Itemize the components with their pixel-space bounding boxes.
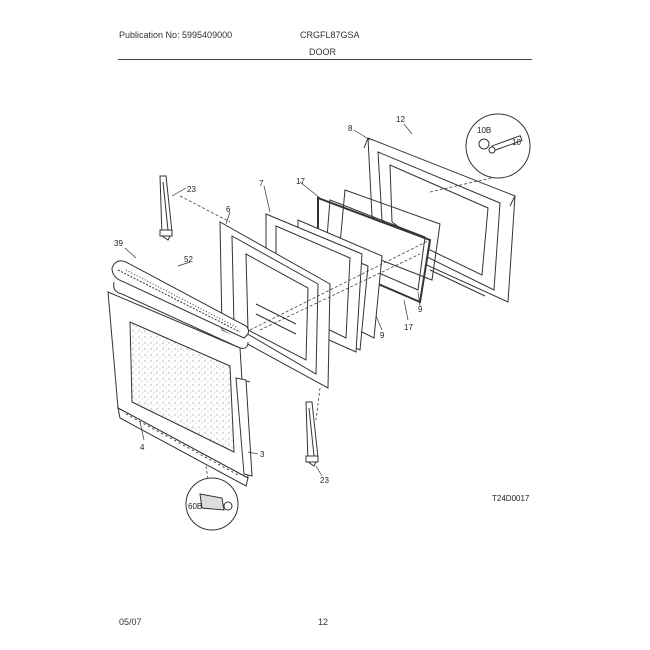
callout-60b: 60B <box>188 502 202 511</box>
callout-23-bottom: 23 <box>320 476 329 485</box>
callout-9-upper: 9 <box>418 305 423 314</box>
hinge-bottom <box>305 401 319 467</box>
footer-date: 05/07 <box>119 617 142 627</box>
callout-39: 39 <box>114 239 123 248</box>
hinge-top <box>159 175 173 241</box>
callout-3: 3 <box>260 450 265 459</box>
callout-9-lower: 9 <box>380 331 385 340</box>
outer-door-panel <box>107 291 253 487</box>
screw-detail-10 <box>465 113 531 179</box>
drawing-reference: T24D0017 <box>492 494 530 503</box>
callout-7: 7 <box>259 179 264 188</box>
callout-17-bottom: 17 <box>404 323 413 332</box>
callout-12: 12 <box>396 115 405 124</box>
callout-10b: 10B <box>477 126 491 135</box>
model-number: CRGFL87GSA <box>300 30 360 40</box>
callout-8: 8 <box>348 124 353 133</box>
section-title: DOOR <box>309 47 336 57</box>
callout-52: 52 <box>184 255 193 264</box>
callout-4: 4 <box>140 443 145 452</box>
screw-detail-60b <box>185 477 239 531</box>
publication-number: Publication No: 5995409000 <box>119 30 233 40</box>
leader-lines <box>124 123 421 477</box>
callout-10: 10 <box>512 138 521 147</box>
door-liner <box>219 221 331 389</box>
back-panel <box>363 137 516 303</box>
callout-17-top: 17 <box>296 177 305 186</box>
callout-6: 6 <box>226 205 231 214</box>
door-handle <box>111 260 250 349</box>
page-number: 12 <box>318 617 329 627</box>
header-rule <box>118 59 532 60</box>
callout-23-top: 23 <box>187 185 196 194</box>
